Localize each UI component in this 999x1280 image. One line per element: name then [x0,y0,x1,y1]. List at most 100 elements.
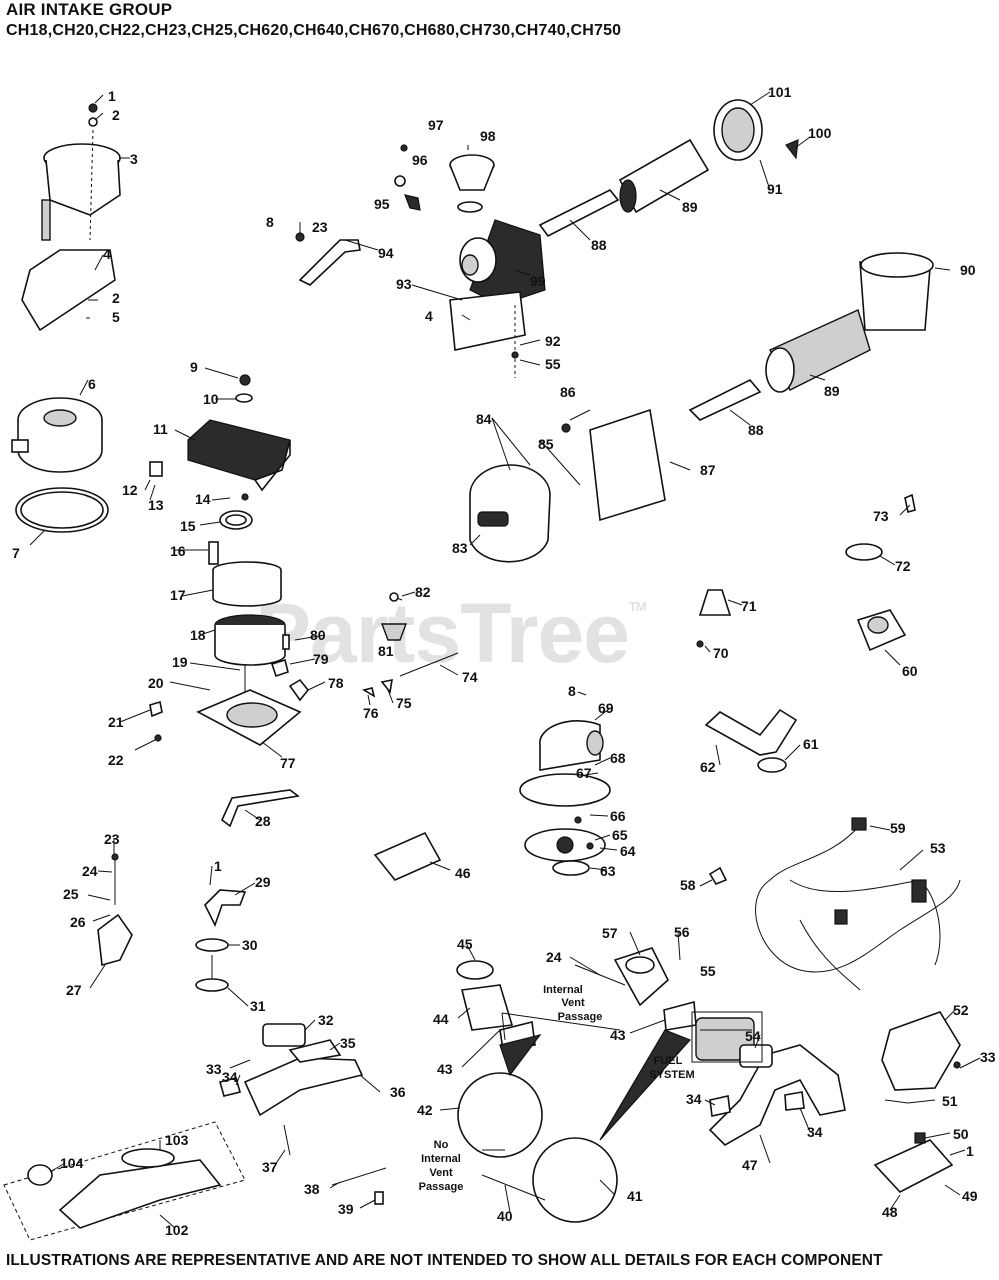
callout: 103 [165,1132,189,1148]
callout: 29 [255,874,271,890]
callout: 1 [214,858,222,874]
note-line: Vent [561,997,585,1009]
callout: 69 [598,700,614,716]
callout: 87 [700,462,716,478]
callout: 58 [680,877,696,893]
callout: 43 [437,1061,453,1077]
callout: 68 [610,750,626,766]
callout: 88 [748,422,764,438]
model-list: CH18,CH20,CH22,CH23,CH25,CH620,CH640,CH6… [6,22,622,39]
callout: 15 [180,518,196,534]
callout: 98 [480,128,496,144]
part-fuel-system-sketch [691,1011,763,1063]
callout: 7 [12,545,20,561]
callout: 59 [890,820,906,836]
callout: 26 [70,914,86,930]
callout: 34 [686,1091,702,1107]
callout: 14 [195,491,211,507]
part-adapter-left [456,960,692,1223]
callout: 86 [560,384,576,400]
callout: 44 [433,1011,449,1027]
callout: 25 [63,886,79,902]
callout: 82 [415,584,431,600]
callout: 23 [104,831,120,847]
disclaimer: ILLUSTRATIONS ARE REPRESENTATIVE AND ARE… [6,1252,883,1269]
callout: 83 [452,540,468,556]
part-cyclone-cleaner [295,144,546,378]
part-elbow-27 [97,853,133,967]
note-line: FUEL [654,1055,683,1067]
callout: 19 [172,654,188,670]
page-title: AIR INTAKE GROUP [6,0,173,19]
callout: 9 [190,359,198,375]
note-line: Vent [429,1167,453,1179]
callout: 51 [942,1093,958,1109]
callout: 91 [767,181,783,197]
callout: 39 [338,1201,354,1217]
callout: 63 [600,863,616,879]
callout: 42 [417,1102,433,1118]
callout: 54 [745,1028,761,1044]
watermark: PartsTreeTM [255,585,647,682]
callout: 80 [310,627,326,643]
callout: 30 [242,937,258,953]
callout: 77 [280,755,296,771]
callout: 18 [190,627,206,643]
leader-lines [29,91,981,1229]
callout: 76 [363,705,379,721]
callout: 43 [610,1027,626,1043]
part-cleaner-cover [149,374,291,501]
callout: 95 [374,196,390,212]
callout: 40 [497,1208,513,1224]
callout: 41 [627,1188,643,1204]
callout: 2 [112,107,120,123]
part-intake-manifold-upper [219,1023,387,1205]
part-turbo-fittings [696,493,916,652]
callout: 101 [768,84,792,100]
callout: 21 [108,714,124,730]
callout: 72 [895,558,911,574]
callout: 8 [568,683,576,699]
callout: 96 [412,152,428,168]
note-line: Internal [421,1153,461,1165]
note-line: Passage [419,1181,464,1193]
callout: 67 [576,765,592,781]
callout: 85 [538,436,554,452]
callout: 102 [165,1222,189,1238]
callout: 33 [206,1061,222,1077]
callout: 17 [170,587,186,603]
callout: 10 [203,391,219,407]
part-intake-manifold-lower [708,1044,846,1146]
part-gasket-screw [380,592,408,641]
callout: 32 [318,1012,334,1028]
callout: 48 [882,1204,898,1220]
callout: 55 [700,963,716,979]
callout: 62 [700,759,716,775]
part-linkage [270,634,459,702]
part-intake-hose [704,708,798,773]
part-drawings [3,99,961,1241]
callout: 52 [953,1002,969,1018]
part-air-cleaner-housing [11,397,109,533]
callout: 24 [82,863,98,879]
part-heavy-duty-housing [469,408,666,563]
callout: 89 [824,383,840,399]
callout: 34 [807,1124,823,1140]
callout: 93 [396,276,412,292]
callout: 11 [153,421,168,437]
note-line: Internal [543,984,583,996]
callout: 16 [170,543,186,559]
part-breather-tube [221,789,300,828]
callout: 1 [966,1143,974,1159]
part-lower-filter-elements [688,252,934,421]
callout: 61 [803,736,819,752]
part-air-cleaner-bracket [21,103,121,332]
watermark-mark: TM [628,599,647,614]
callout: 24 [546,949,562,965]
callout: 22 [108,752,124,768]
callout: 84 [476,411,492,427]
callout: 65 [612,827,628,843]
callout: 92 [545,333,561,349]
callout: 33 [980,1049,996,1065]
callout: 47 [742,1157,758,1173]
